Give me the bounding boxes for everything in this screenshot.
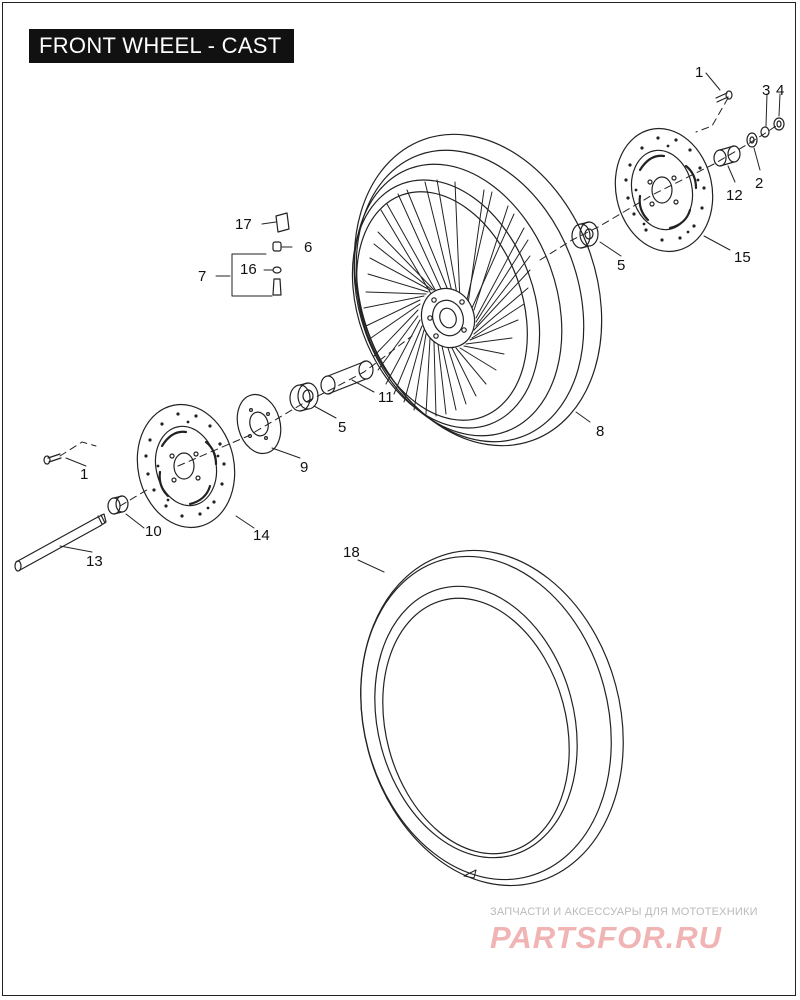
valve-stem[interactable] [272,278,282,296]
leader-lines [59,72,781,573]
callout-16: 16 [240,261,257,278]
valve-label-17[interactable] [275,212,290,233]
callout-11: 11 [378,389,394,406]
callout-9: 9 [300,459,308,476]
callout-15: 15 [734,249,751,266]
screw-left[interactable] [43,453,62,465]
front-wheel[interactable] [312,99,643,480]
spacer-sleeve[interactable] [320,360,374,395]
callout-6: 6 [304,239,312,256]
callout-4: 4 [776,82,784,99]
callout-12: 12 [726,187,743,204]
right-brake-rotor[interactable] [604,119,724,260]
callout-7: 7 [198,268,206,285]
callout-1-left: 1 [80,466,88,483]
left-brake-rotor[interactable] [126,395,246,536]
spacer-10[interactable] [107,495,129,515]
valve-cap-6[interactable] [272,241,282,252]
spacer-12[interactable] [713,145,741,167]
page-title: FRONT WHEEL - CAST [29,29,294,63]
callout-8: 8 [596,423,604,440]
callout-5-mid: 5 [338,419,346,436]
callout-18: 18 [343,544,360,561]
bearing-left[interactable] [289,382,319,412]
bearing-right[interactable] [571,221,599,249]
screw-top[interactable] [715,90,733,103]
front-axle[interactable] [14,513,107,572]
callout-10: 10 [145,523,162,540]
spacer-plate[interactable] [231,390,287,459]
lockwasher-3[interactable] [760,126,770,138]
callout-3: 3 [762,82,770,99]
grommet-16[interactable] [272,266,282,274]
callout-5-top: 5 [617,257,625,274]
callout-13: 13 [86,553,103,570]
callout-14: 14 [253,527,270,544]
washer-2[interactable] [746,132,758,148]
callout-1-top: 1 [695,64,703,81]
callout-17: 17 [235,216,252,233]
watermark-tagline: ЗАПЧАСТИ И АКСЕССУАРЫ ДЛЯ МОТОТЕХНИКИ [490,906,758,918]
callout-2: 2 [755,175,763,192]
nut-4[interactable] [773,117,785,131]
watermark-logo: PARTSFOR.RU [490,920,723,955]
tire[interactable] [324,521,659,916]
assembly-lines [59,97,777,507]
